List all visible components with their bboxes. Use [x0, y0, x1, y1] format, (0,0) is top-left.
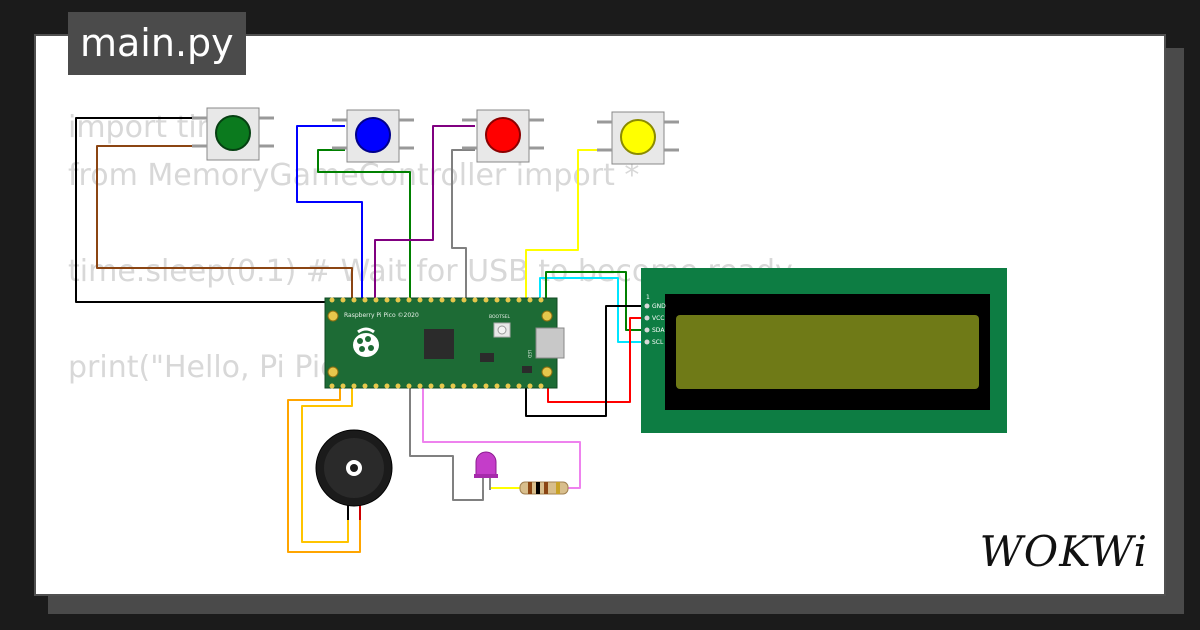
wire-grey-red-button [451, 149, 475, 300]
wire-red-vcc [547, 317, 646, 403]
wire-blue-blue-button [296, 125, 363, 300]
pushbutton-green[interactable] [192, 107, 274, 161]
pico-pin-row-bottom [329, 383, 544, 389]
pushbutton-blue[interactable] [332, 109, 414, 163]
usb-port [535, 327, 565, 359]
pico-pin-row-top [329, 297, 544, 303]
mount-hole [327, 366, 339, 378]
pico-label: Raspberry Pi Pico ©2020 [344, 312, 419, 319]
lcd-pin-label-scl: SCL [652, 339, 664, 346]
file-tab[interactable]: main.py [68, 12, 246, 75]
lcd-pin-1-label: 1 [646, 294, 650, 301]
raspberry-logo-icon [353, 327, 379, 357]
lcd-pin-scl [644, 339, 650, 345]
led-purple[interactable] [474, 451, 498, 490]
lcd-pin-label-gnd: GND [652, 303, 666, 310]
lcd-display[interactable]: 1 GND VCC SDA SCL [641, 268, 1007, 433]
wire-brown-green-button [96, 145, 353, 300]
green-button-cap[interactable] [215, 115, 251, 151]
pushbutton-yellow[interactable] [597, 111, 679, 165]
buzzer[interactable] [315, 429, 393, 507]
lcd-screen [676, 315, 979, 389]
pushbutton-red[interactable] [462, 109, 544, 163]
wire-cyan-scl [539, 277, 646, 343]
led-label: LED [527, 350, 532, 358]
wire-black-green-button [75, 117, 330, 303]
red-button-cap[interactable] [485, 117, 521, 153]
wire-orange-buzzer [287, 388, 361, 553]
wire-green-blue-button [317, 149, 411, 300]
wire-green-sda [545, 271, 646, 331]
wire-yellow-buzzer [301, 388, 353, 543]
wokwi-logo: WOKWi [979, 527, 1148, 576]
wire-black-gnd [525, 305, 646, 417]
mount-hole [541, 366, 553, 378]
wire-grey-led [409, 388, 484, 501]
lcd-pin-label-vcc: VCC [652, 315, 664, 322]
regulator-chip [522, 366, 532, 373]
raspberry-pi-pico[interactable]: Raspberry Pi Pico ©2020 BOOTSEL LED [324, 297, 565, 389]
mount-hole [327, 310, 339, 322]
wires [75, 117, 646, 553]
wire-purple-red-button [374, 125, 475, 300]
flash-chip [480, 353, 494, 362]
lcd-pin-label-sda: SDA [652, 327, 665, 334]
lcd-pin-gnd [644, 303, 650, 309]
led-dome [475, 451, 497, 477]
lcd-pin-sda [644, 327, 650, 333]
lcd-pin-vcc [644, 315, 650, 321]
yellow-button-cap[interactable] [620, 119, 656, 155]
bootsel-label: BOOTSEL [489, 314, 511, 320]
wire-yellow-yellow-button [525, 149, 608, 300]
blue-button-cap[interactable] [355, 117, 391, 153]
rp2040-chip [424, 329, 454, 359]
resistor[interactable] [519, 481, 569, 495]
wire-pink-resistor [422, 388, 581, 489]
mount-hole [541, 310, 553, 322]
code-line-2: from MemoryGameController import * [68, 158, 640, 193]
